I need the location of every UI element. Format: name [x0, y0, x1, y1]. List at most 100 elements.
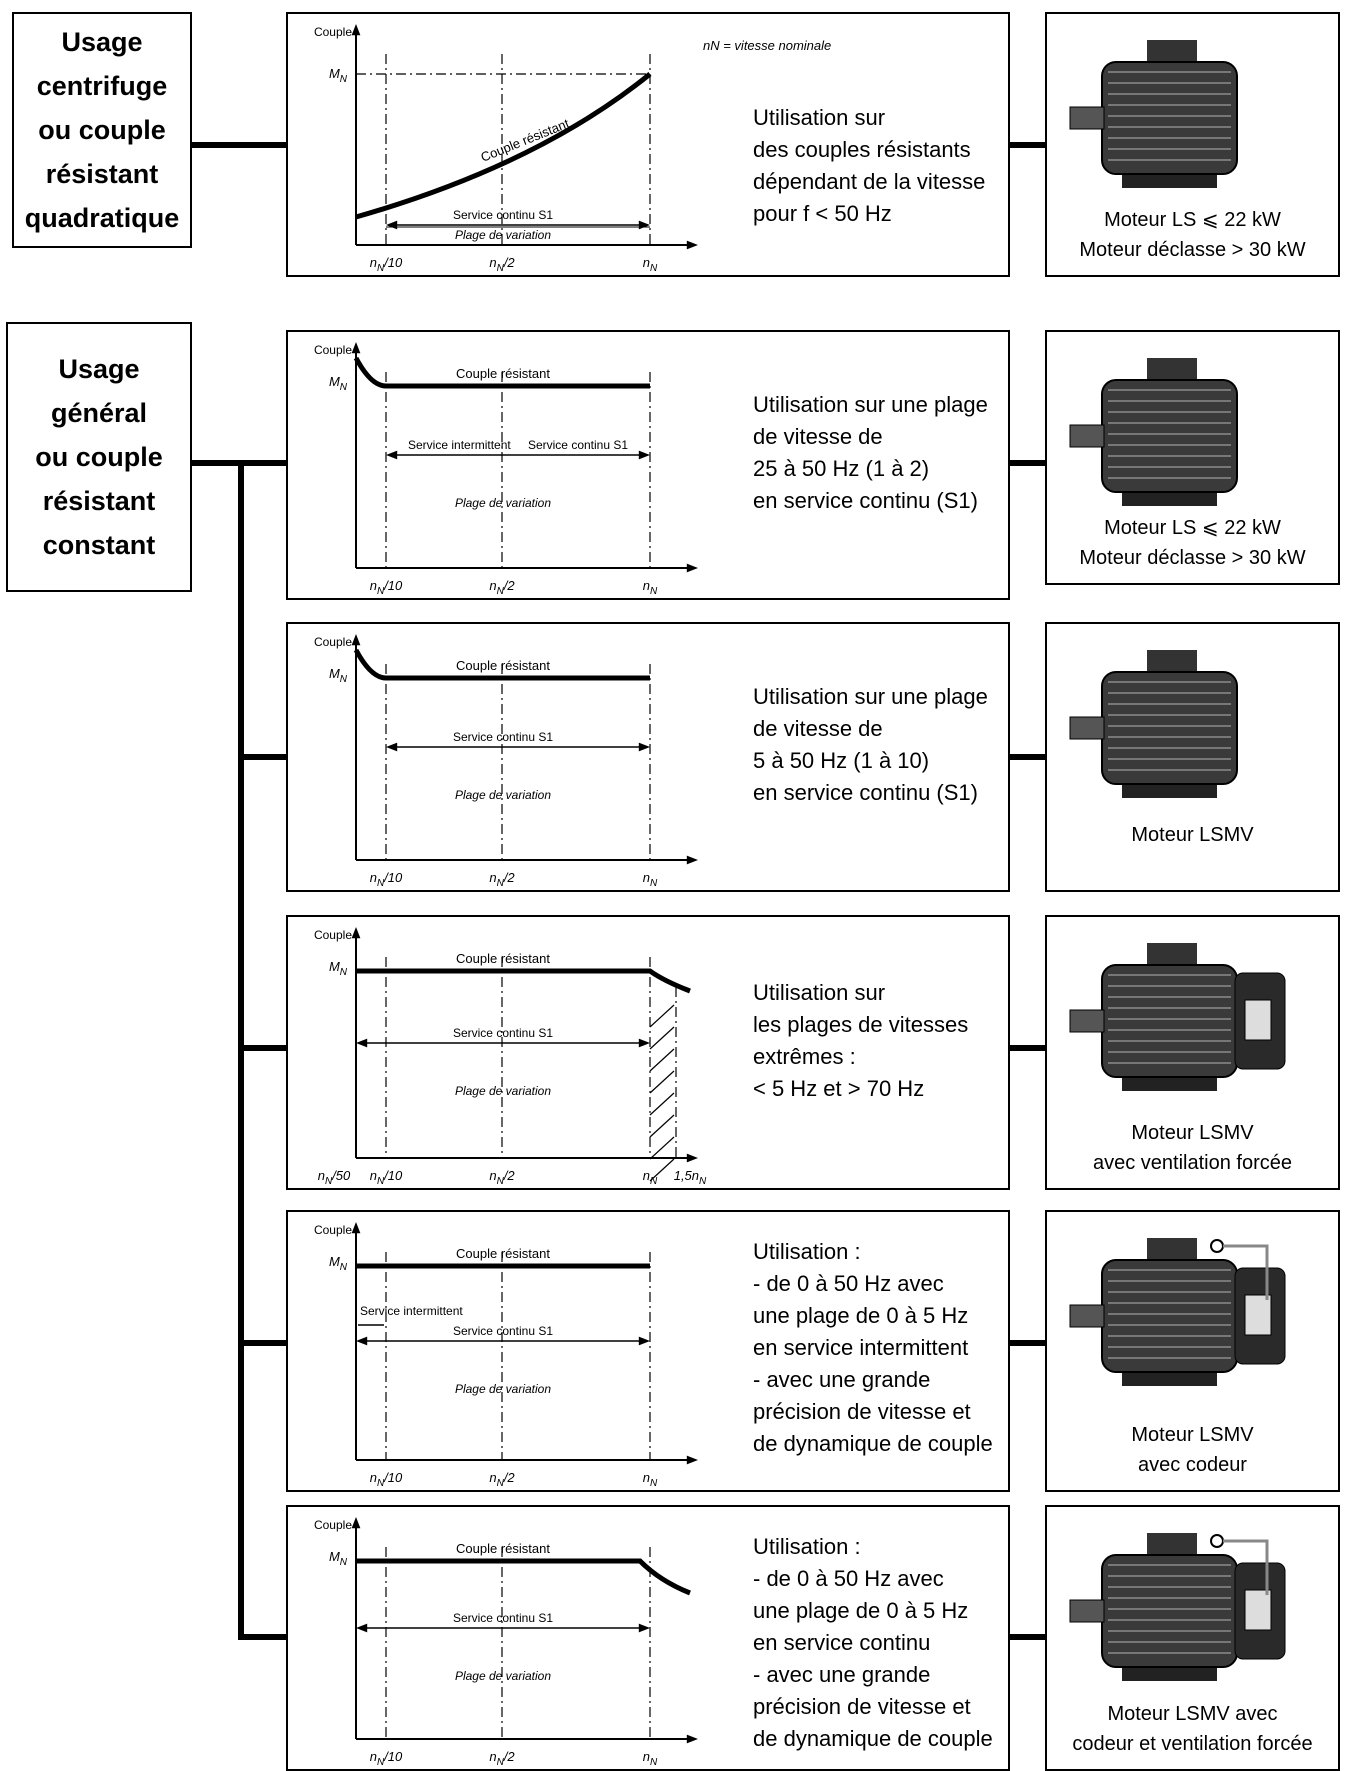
- tick-nn: nN: [643, 870, 658, 889]
- intermittent-label: Service intermittent: [360, 1304, 463, 1318]
- motor-shaft: [1069, 106, 1105, 130]
- motor-body: [1101, 1554, 1238, 1668]
- tick-n2: nN/2: [489, 578, 515, 597]
- motor-illustration: [1069, 650, 1238, 798]
- y-axis-label: Couple: [314, 1518, 352, 1532]
- y-axis-label: Couple: [314, 343, 352, 357]
- tick-n2: nN/2: [489, 1749, 515, 1768]
- motor-illustration: [1069, 358, 1238, 506]
- group-box-centrifuge: Usage centrifuge ou couple résistant qua…: [12, 12, 192, 248]
- mn-label: MN: [329, 66, 348, 85]
- arrow-head: [386, 450, 398, 460]
- motor-caption-1: Moteur LS ⩽ 22 kW Moteur déclasse > 30 k…: [1079, 209, 1306, 261]
- curve-label: Couple résistant: [456, 658, 550, 673]
- connector-branch-4: [238, 1045, 286, 1051]
- arrow-head: [351, 634, 361, 646]
- s1-label: Service continu S1: [453, 1324, 553, 1338]
- connector-motor-6: [1010, 1634, 1045, 1640]
- torque-curve: [355, 72, 652, 220]
- motor-caption-4: Moteur LSMV avec ventilation forcée: [1092, 1122, 1292, 1174]
- hatch: [649, 1136, 675, 1160]
- arrow-head: [638, 450, 650, 460]
- connector-centrifuge: [192, 142, 286, 148]
- plage-label: Plage de variation: [455, 788, 551, 802]
- hatch: [649, 1114, 675, 1138]
- tick-15nn: 1,5nN: [674, 1168, 707, 1187]
- motor-terminal-box: [1147, 1238, 1197, 1262]
- nominal-speed-note: nN = vitesse nominale: [703, 38, 832, 53]
- arrow-head: [686, 240, 698, 250]
- motor-body: [1101, 964, 1238, 1078]
- encoder-icon: [1210, 1534, 1224, 1548]
- connector-motor-4: [1010, 1045, 1045, 1051]
- motor-illustration: [1069, 40, 1238, 188]
- tick-n10: nN/10: [370, 870, 403, 889]
- curve-label: Couple résistant: [456, 1246, 550, 1261]
- hatch: [649, 1048, 675, 1072]
- arrow-head: [638, 1336, 650, 1346]
- mn-label: MN: [329, 1254, 348, 1273]
- y-axis-label: Couple: [314, 25, 352, 39]
- motor-box-6: Moteur LSMV avec codeur et ventilation f…: [1045, 1505, 1340, 1771]
- y-axis-label: Couple: [314, 1223, 352, 1237]
- panel-description-3: Utilisation sur une plage de vitesse de …: [753, 684, 988, 805]
- plage-label: Plage de variation: [455, 1382, 551, 1396]
- motor-illustration: [1069, 1238, 1286, 1386]
- motor-shaft: [1069, 424, 1105, 448]
- torque-curve: [356, 1558, 691, 1596]
- tick-n2: nN/2: [489, 255, 515, 274]
- arrow-head: [351, 342, 361, 354]
- arrow-head: [686, 1153, 698, 1163]
- connector-branch-6: [238, 1634, 286, 1640]
- arrow-head: [638, 1623, 650, 1633]
- s1-label: Service continu S1: [453, 730, 553, 744]
- arrow-head: [638, 742, 650, 752]
- motor-terminal-box: [1147, 40, 1197, 64]
- motor-caption-5: Moteur LSMV avec codeur: [1131, 1424, 1254, 1476]
- hatch: [649, 1004, 675, 1028]
- motor-body: [1101, 61, 1238, 175]
- hatch: [649, 1158, 675, 1182]
- arrow-head: [351, 927, 361, 939]
- tick-n10: nN/10: [370, 1470, 403, 1489]
- curve-label: Couple résistant: [456, 951, 550, 966]
- torque-curve: [353, 356, 650, 389]
- motor-image-2: [1069, 358, 1238, 506]
- motor-terminal-box: [1147, 1533, 1197, 1557]
- plage-label: Plage de variation: [455, 1084, 551, 1098]
- torque-curve: [356, 968, 691, 994]
- s1-label: Service continu S1: [453, 208, 553, 222]
- arrow-head: [686, 563, 698, 573]
- connector-trunk: [238, 462, 244, 1640]
- y-axis-label: Couple: [314, 635, 352, 649]
- motor-image-1: [1069, 40, 1238, 188]
- arrow-head: [356, 1336, 368, 1346]
- motor-caption-6: Moteur LSMV avec codeur et ventilation f…: [1072, 1703, 1313, 1755]
- mn-label: MN: [329, 959, 348, 978]
- motor-body: [1101, 671, 1238, 785]
- group-label-constant: Usage général ou couple résistant consta…: [35, 354, 163, 560]
- arrow-head: [686, 855, 698, 865]
- tick-nn: nN: [643, 255, 658, 274]
- motor-terminal-box: [1147, 650, 1197, 674]
- y-axis-label: Couple: [314, 928, 352, 942]
- arrow-head: [351, 1517, 361, 1529]
- motor-terminal-box: [1147, 358, 1197, 382]
- motor-fan: [1244, 1589, 1272, 1631]
- tick-nn: nN: [643, 1168, 658, 1187]
- mn-label: MN: [329, 374, 348, 393]
- motor-image-5: [1069, 1238, 1286, 1386]
- connector-motor-3: [1010, 754, 1045, 760]
- arrow-head: [638, 1038, 650, 1048]
- intermittent-label: Service intermittent: [408, 438, 511, 452]
- group-box-constant: Usage général ou couple résistant consta…: [6, 322, 192, 592]
- plage-label: Plage de variation: [455, 496, 551, 510]
- hatch: [649, 1092, 675, 1116]
